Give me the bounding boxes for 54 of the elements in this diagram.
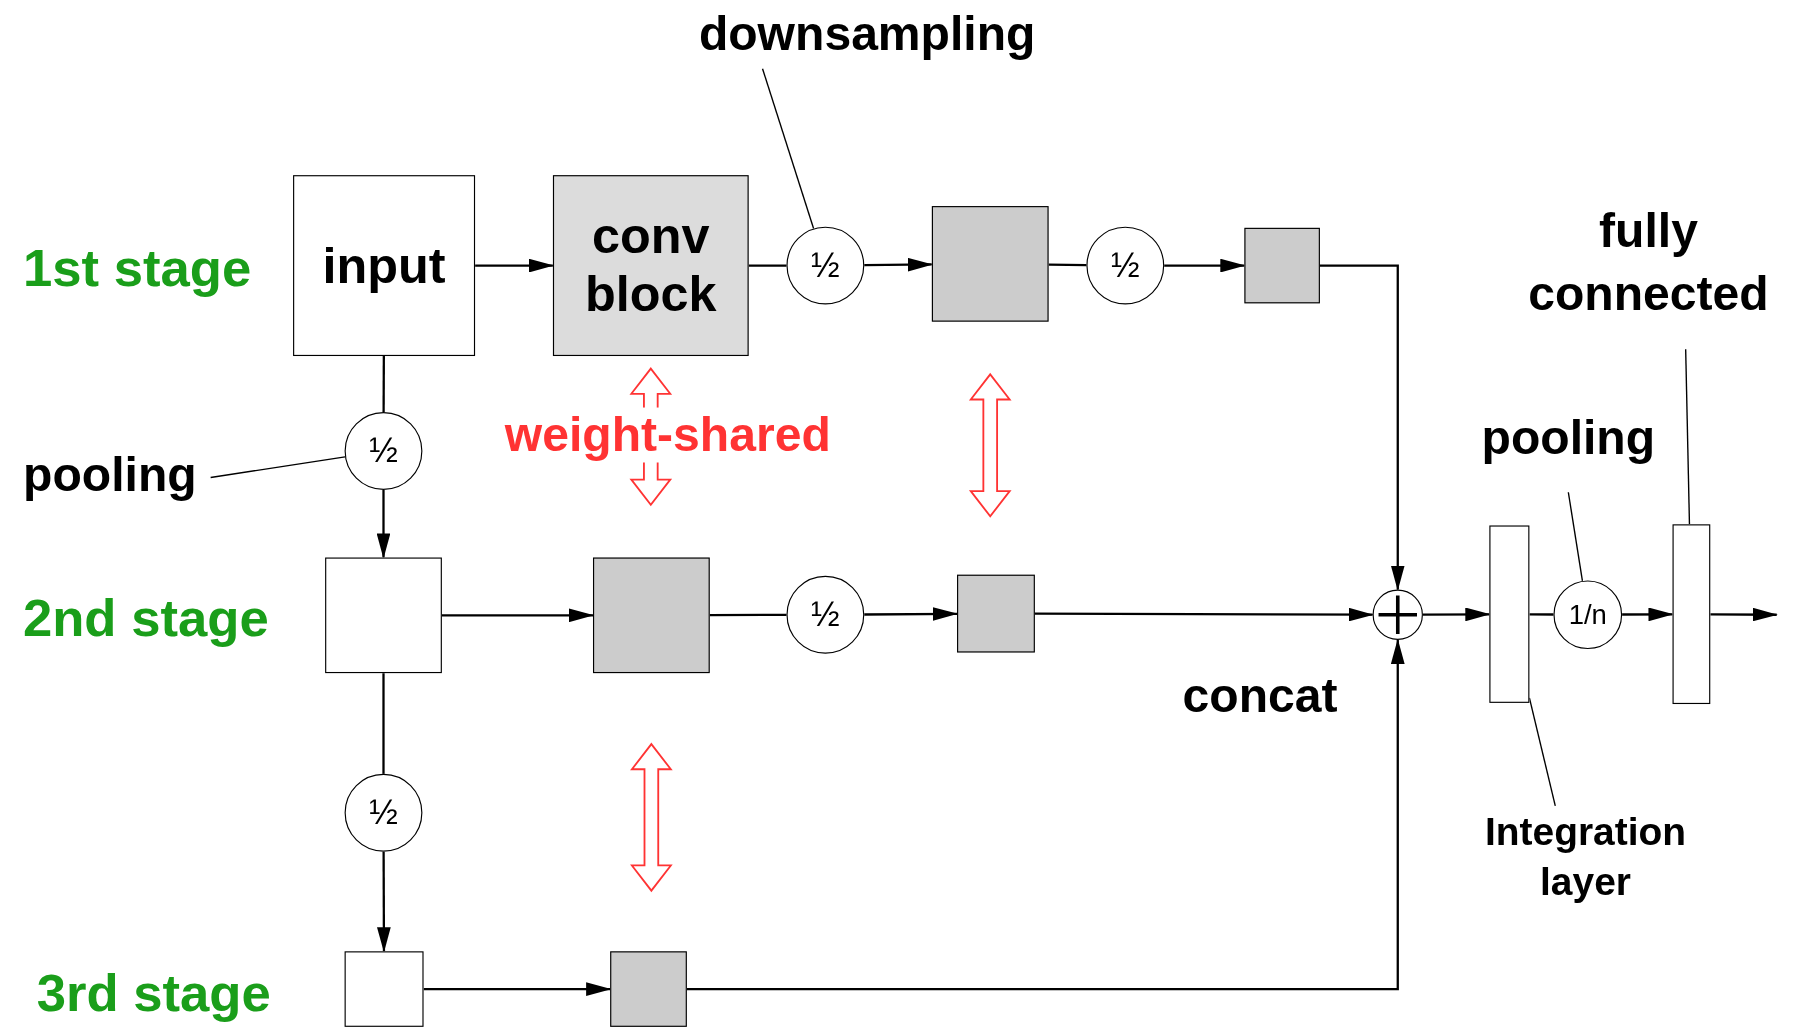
node-label: ½ [369,793,398,833]
process-box [552,175,749,356]
double-arrow [629,367,673,507]
arrow [686,638,1405,991]
leader-line [1528,697,1556,807]
arrow [1622,607,1674,622]
callout-text: Integration layer [1459,805,1712,916]
arrow [1034,607,1374,622]
connector-line [382,673,385,774]
arrow [864,257,933,272]
leader-line [1567,491,1584,582]
arrow [1422,607,1491,622]
feature-box [1244,227,1320,304]
process-box [293,175,476,356]
connector-line [748,264,787,267]
callout-text: fully connected [1505,200,1792,350]
arrow [864,607,959,621]
arrow [1710,607,1778,622]
connector-line [1048,263,1087,267]
arrow [441,608,595,623]
connector-line [382,356,385,413]
leader-line [1685,348,1691,525]
callout-text: pooling [1465,407,1672,493]
input-box [344,951,424,1027]
double-arrow [968,372,1012,518]
input-box [325,557,442,674]
node-label: ½ [1111,245,1140,286]
arrow [1164,258,1246,273]
feature-box [610,951,687,1027]
arrow [475,258,555,273]
leader-line [209,456,346,479]
sum-circle [1372,589,1423,640]
feature-box [957,574,1035,653]
connector-line [1529,613,1554,616]
callout-text: downsampling [669,3,1065,69]
feature-box [593,557,710,674]
node-label: ½ [369,431,398,471]
callout-text: pooling [9,444,211,504]
arrow [376,489,391,559]
node-label: input [322,236,446,295]
layer-bar [1672,524,1711,705]
arrow [423,982,612,996]
node-label: ½ [811,595,840,635]
node-label: conv block [584,207,718,324]
arrow [1319,264,1405,591]
leader-line [761,68,815,230]
node-label: 1/n [1568,598,1607,631]
arrow [377,851,391,953]
feature-box [931,206,1049,322]
double-arrow [630,742,673,893]
node-label: ½ [811,245,840,286]
annotation-text: weight-shared [504,407,831,463]
layer-bar [1489,525,1530,703]
connector-line [709,613,787,617]
